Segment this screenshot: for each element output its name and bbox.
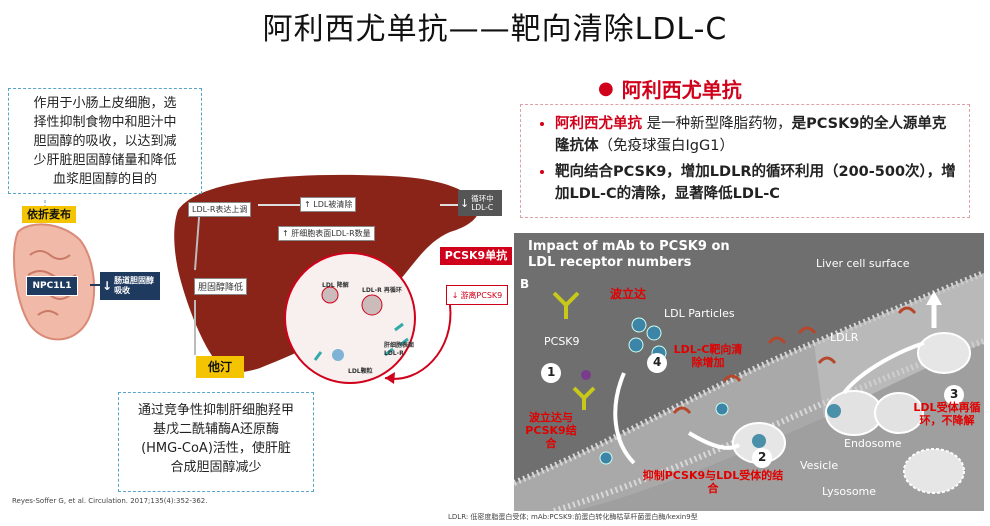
bullet-text: （免疫球蛋白IgG1） — [598, 138, 734, 154]
panel-title-line2: LDL receptor numbers — [528, 255, 692, 270]
alirocumab-description-box: 阿利西尤单抗 是一种新型降脂药物，是PCSK9的全人源单克隆抗体（免疫球蛋白Ig… — [520, 104, 970, 218]
bullet-bold-text: 是PCSK9的全人源单克隆抗体 — [555, 116, 947, 154]
drug-name: 阿利西尤单抗 — [555, 116, 642, 132]
panel-letter: B — [520, 277, 530, 291]
desc-line: (HMG-CoA)活性，使肝脏 — [141, 441, 291, 456]
desc-line: 作用于小肠上皮细胞，选 — [33, 96, 177, 111]
desc-line: 择性抑制食物中和胆汁中 — [33, 115, 177, 130]
endosome-label: Endosome — [844, 437, 902, 450]
bullet-item: 靶向结合PCSK9，增加LDLR的循环利用（200-500次），增加LDL-C的… — [555, 161, 959, 205]
liver-chol-down-label: 胆固醇降低 — [194, 278, 248, 295]
step-number: 4 — [653, 355, 662, 369]
liver-surface-ldlr-label: 肝细胞表面LDL-R — [384, 342, 415, 357]
ldl-degrade-label: LDL 降解 — [322, 282, 349, 289]
hepatocyte-zoom — [284, 252, 416, 384]
annotation-inhibit: 抑制PCSK9与LDL受体的结合 — [642, 469, 784, 495]
desc-line: 通过竞争性抑制肝细胞羟甲 — [137, 403, 294, 418]
section-heading-text: 阿利西尤单抗 — [621, 78, 742, 102]
step-number: 3 — [950, 387, 959, 401]
liver-cell-surface-label: Liver cell surface — [816, 257, 910, 270]
panel-illustration — [514, 233, 984, 511]
lysosome-label: Lysosome — [822, 485, 877, 498]
desc-line: 胆固醇的吸收，以达到减 — [33, 134, 177, 149]
ldl-clear-text: LDL被清除 — [313, 200, 353, 209]
annotation-alirocumab: 波立达 — [610, 287, 647, 301]
circulating-text: 循环中LDL-C — [471, 194, 494, 212]
desc-line: 少肝脏胆固醇储量和降低 — [33, 153, 177, 168]
ldlr-recycle-label: LDL-R 再循环 — [362, 287, 402, 294]
bullet-bold-text: 靶向结合PCSK9，增加LDLR的循环利用（200-500次），增加LDL-C的… — [555, 164, 956, 202]
up-arrow-icon: ↑ — [282, 229, 292, 238]
annotation-binding: 波立达与PCSK9结合 — [525, 411, 577, 450]
ezetimibe-description-box: 作用于小肠上皮细胞，选 择性抑制食物中和胆汁中 胆固醇的吸收，以达到减 少肝脏胆… — [8, 88, 202, 194]
ldl-particles-label: LDL Particles — [664, 307, 735, 320]
up-arrow-icon: ↑ — [304, 200, 314, 209]
desc-line: 合成胆固醇减少 — [170, 460, 262, 475]
vesicle-label: Vesicle — [800, 459, 839, 472]
ldl-particle-label: LDL颗粒 — [348, 368, 373, 375]
footnote-abbreviations: LDLR: 低密度脂蛋白受体; mAb:PCSK9:前蛋白转化酶枯草杆菌蛋白酶/… — [448, 513, 698, 521]
mechanism-diagram — [13, 174, 479, 384]
ldlr-up-label: LDL-R表达上调 — [188, 202, 252, 217]
pcsk9-mechanism-panel: Impact of mAb to PCSK9 on LDL receptor n… — [514, 233, 984, 511]
down-arrow-icon: ↓ — [460, 196, 470, 210]
statin-tag: 他汀 — [196, 356, 244, 378]
panel-title-line1: Impact of mAb to PCSK9 on — [528, 239, 730, 254]
down-arrow-icon: ↓ — [102, 279, 113, 293]
reference-citation: Reyes-Soffer G, et al. Circulation. 2017… — [12, 497, 208, 505]
step-number: 2 — [758, 450, 767, 464]
free-pcsk9-box: ↓ 游离PCSK9 — [446, 285, 508, 305]
ezetimibe-tag: 依折麦布 — [22, 206, 76, 223]
intestine-absorb-text: 肠道胆固醇吸收 — [114, 276, 155, 295]
pcsk9-label: PCSK9 — [544, 335, 580, 348]
annotation-recycle: LDL受体再循环，不降解 — [913, 401, 981, 427]
ldl-clear-label: ↑ LDL被清除 — [300, 197, 357, 212]
ldlr-label: LDLR — [830, 331, 859, 344]
down-arrow-icon: ↓ — [451, 290, 459, 300]
ldlr-count-text: 肝细胞表面LDL-R数量 — [291, 229, 371, 238]
intestine-absorb-label: ↓ 肠道胆固醇吸收 — [100, 272, 160, 300]
free-pcsk9-text: 游离PCSK9 — [460, 290, 503, 300]
section-heading: ● 阿利西尤单抗 — [598, 74, 742, 103]
pcsk9-mab-tag: PCSK9单抗 — [440, 247, 512, 265]
npc1l1-label: NPC1L1 — [26, 276, 78, 296]
bullet-text: 是一种新型降脂药物， — [642, 116, 792, 132]
bullet-dot-icon: ● — [598, 78, 614, 99]
circulating-ldlc-label: ↓ 循环中LDL-C — [458, 190, 502, 216]
desc-line: 基戊二酰辅酶A还原酶 — [153, 422, 279, 437]
page-title: 阿利西尤单抗——靶向清除LDL-C — [262, 12, 728, 47]
annotation-clearance: LDL-C靶向清除增加 — [673, 343, 743, 369]
step-number: 1 — [547, 365, 556, 379]
desc-line: 血浆胆固醇的目的 — [52, 172, 157, 187]
bullet-item: 阿利西尤单抗 是一种新型降脂药物，是PCSK9的全人源单克隆抗体（免疫球蛋白Ig… — [555, 113, 959, 157]
ldlr-count-label: ↑ 肝细胞表面LDL-R数量 — [278, 226, 375, 241]
statin-description-box: 通过竞争性抑制肝细胞羟甲 基戊二酰辅酶A还原酶 (HMG-CoA)活性，使肝脏 … — [118, 392, 314, 492]
